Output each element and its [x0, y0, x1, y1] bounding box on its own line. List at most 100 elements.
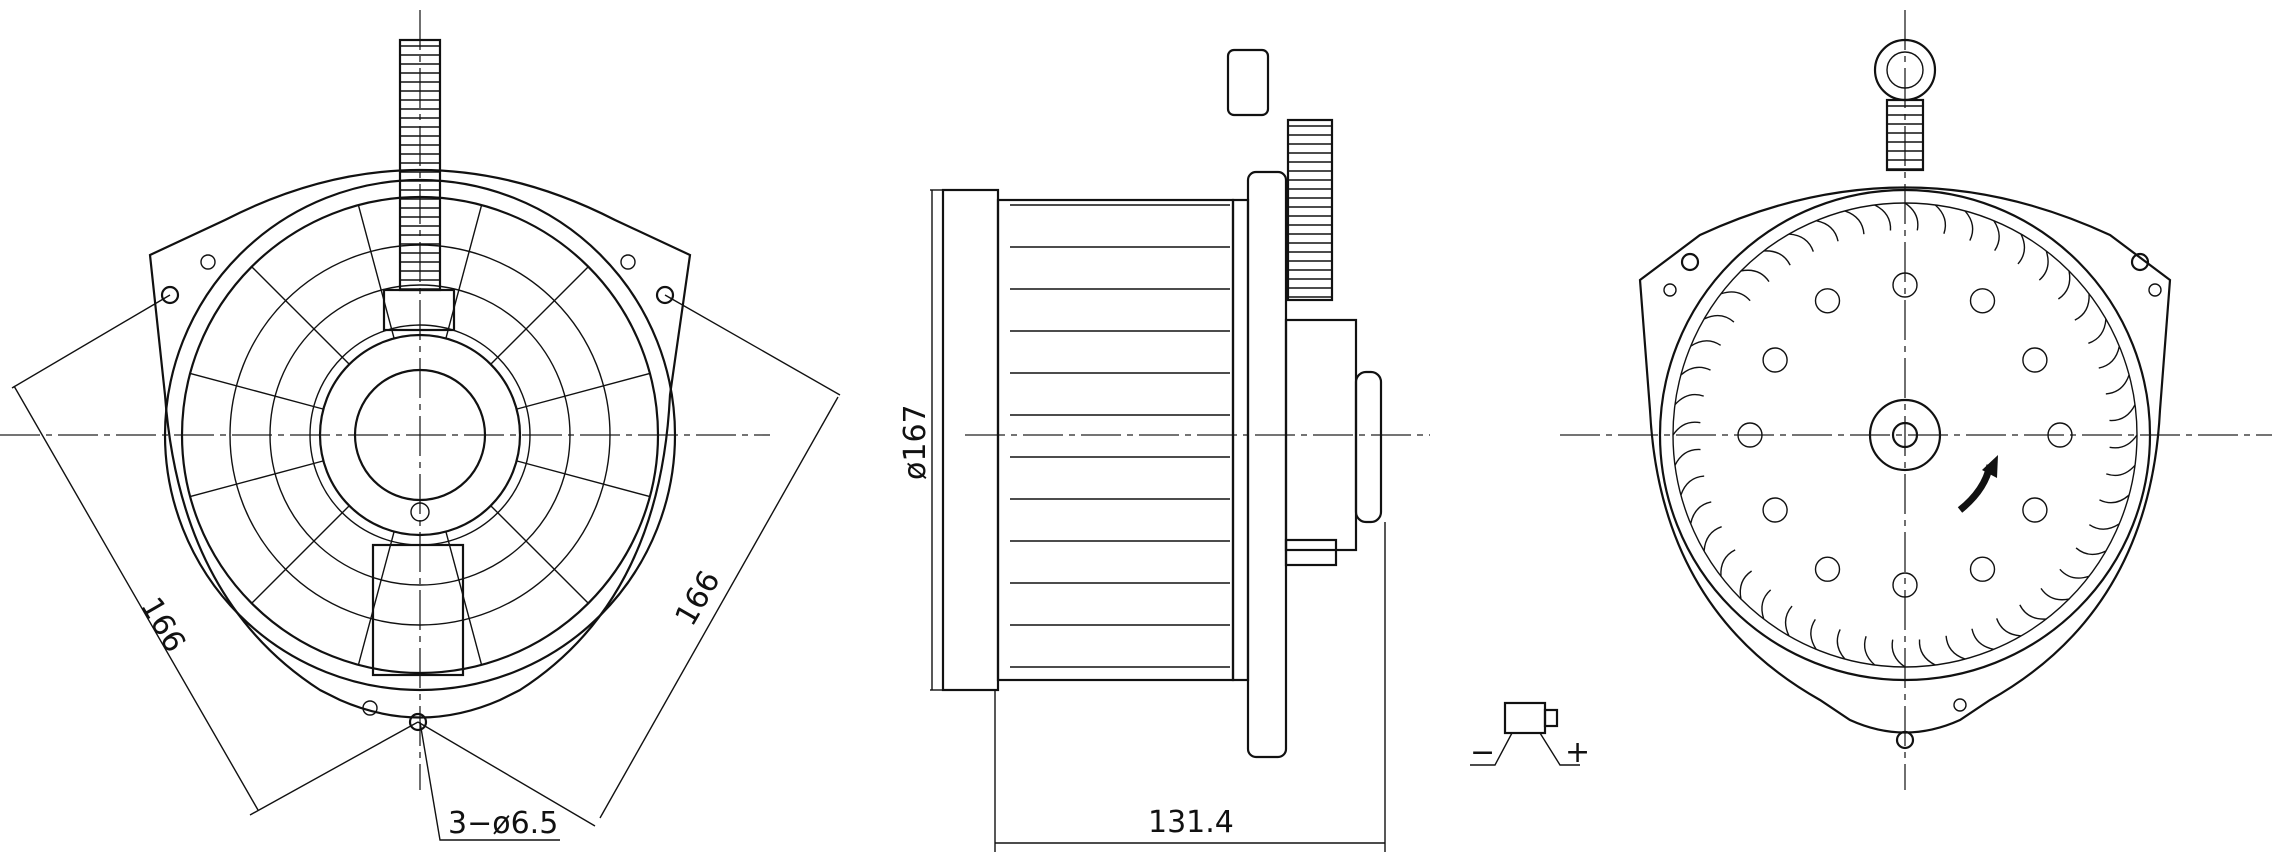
vent-hole	[1892, 272, 1918, 298]
fan-blade	[2038, 250, 2049, 281]
housing-ring	[163, 178, 677, 692]
grille-spoke	[357, 531, 395, 666]
wheel-blades	[1672, 202, 2138, 668]
vent-hole	[2022, 497, 2048, 523]
fan-blade	[1740, 269, 1770, 283]
shaft	[1891, 421, 1919, 449]
fan-blade	[1844, 210, 1865, 235]
fan-blade	[2098, 346, 2121, 369]
mount-hole	[1895, 730, 1915, 750]
vent-hole	[1814, 556, 1841, 582]
housing-inner-ring	[180, 195, 660, 675]
motor-shaft-bore	[353, 368, 487, 502]
connector-housing	[1284, 538, 1338, 567]
fan-blade	[1996, 618, 2022, 637]
fan-blade	[1739, 570, 1753, 600]
fan-blade	[1863, 636, 1876, 666]
grille-spoke	[516, 460, 651, 498]
grille-ring	[229, 244, 611, 626]
fan-blade	[1680, 475, 1705, 496]
fan-blade	[1720, 291, 1751, 302]
fan-blade	[1690, 340, 1722, 347]
fan-blade	[1763, 250, 1791, 266]
grille-spoke	[357, 204, 395, 339]
blower-wheel	[996, 198, 1235, 682]
screw-icon	[410, 502, 430, 522]
wheel-vent-holes	[1737, 272, 2073, 598]
vent-hole	[2047, 422, 2073, 448]
fan-blade	[1720, 549, 1736, 577]
grille-spoke	[490, 266, 589, 365]
fan-blade	[1788, 233, 1814, 252]
hose-clamp	[382, 288, 456, 332]
fan-blade	[1703, 314, 1735, 323]
small-hole	[1663, 283, 1677, 297]
mount-hole	[1680, 252, 1700, 272]
extension-line	[417, 721, 596, 827]
mount-hole	[655, 285, 675, 305]
housing-ring	[1658, 188, 2152, 682]
hose-body	[398, 38, 442, 292]
connector-icon	[1503, 701, 1547, 735]
fan-blade	[2074, 293, 2090, 321]
mount-hole	[2130, 252, 2150, 272]
extension-line	[11, 294, 171, 389]
rear-view	[1560, 10, 2272, 790]
vent-hole	[1737, 422, 1763, 448]
vent-hole	[1892, 572, 1918, 598]
grille-spoke	[189, 372, 324, 410]
fan-blade	[1904, 202, 1919, 231]
vent-hole	[1762, 497, 1788, 523]
mount-hole	[160, 285, 180, 305]
fan-blade	[1761, 589, 1772, 620]
motor-end-cap	[1354, 370, 1383, 524]
small-hole	[2148, 283, 2162, 297]
vent-hole	[1969, 288, 1996, 314]
fan-blade	[1672, 421, 1701, 436]
hose-inlet	[1226, 48, 1270, 117]
hose-body	[1885, 98, 1925, 172]
fan-blade	[1945, 635, 1966, 660]
mount-hole	[408, 712, 428, 732]
connector-tab	[1543, 708, 1559, 728]
fan-blade	[1934, 204, 1947, 234]
length-label: 131.4	[1148, 805, 1234, 840]
fan-blade	[1680, 366, 1711, 376]
fan-blade	[2017, 233, 2026, 265]
holes-leader	[419, 721, 560, 841]
vent-hole	[2022, 347, 2048, 373]
vent-hole	[1814, 288, 1841, 314]
grille-spokes	[189, 204, 651, 666]
grille-spoke	[189, 460, 324, 498]
dimension-line-left	[13, 385, 259, 811]
fan-blade	[2019, 604, 2047, 620]
fan-blade	[2105, 374, 2130, 395]
motor-hub	[318, 333, 522, 537]
grille-spoke	[251, 266, 350, 365]
fan-blade	[1674, 393, 1704, 406]
hose-body	[1286, 118, 1334, 302]
extension-line	[664, 294, 841, 396]
connector-symbol: − +	[1470, 701, 1590, 770]
dimension-166-left: 166	[133, 592, 192, 659]
hose-inlet-bore	[1886, 51, 1924, 89]
cooling-hose	[398, 38, 442, 292]
diameter-label: ø167	[898, 404, 933, 480]
fan-blade	[2075, 547, 2107, 556]
fan-blade	[1891, 639, 1906, 668]
hub	[1868, 398, 1942, 472]
motor-bracket	[371, 543, 465, 677]
dimension-166-right: 166	[669, 565, 728, 632]
plus-label: +	[1565, 735, 1590, 770]
vent-hole	[1969, 556, 1996, 582]
fan-blade	[1810, 618, 1817, 650]
plus-leader	[1539, 732, 1580, 766]
fan-blade	[1784, 605, 1793, 637]
fan-blade	[2088, 318, 2107, 344]
fan-blade	[1816, 219, 1839, 242]
fan-blade	[2109, 404, 2136, 422]
fan-blade	[1993, 220, 2000, 252]
fan-blade	[2088, 523, 2120, 530]
fan-blade	[2057, 270, 2071, 300]
